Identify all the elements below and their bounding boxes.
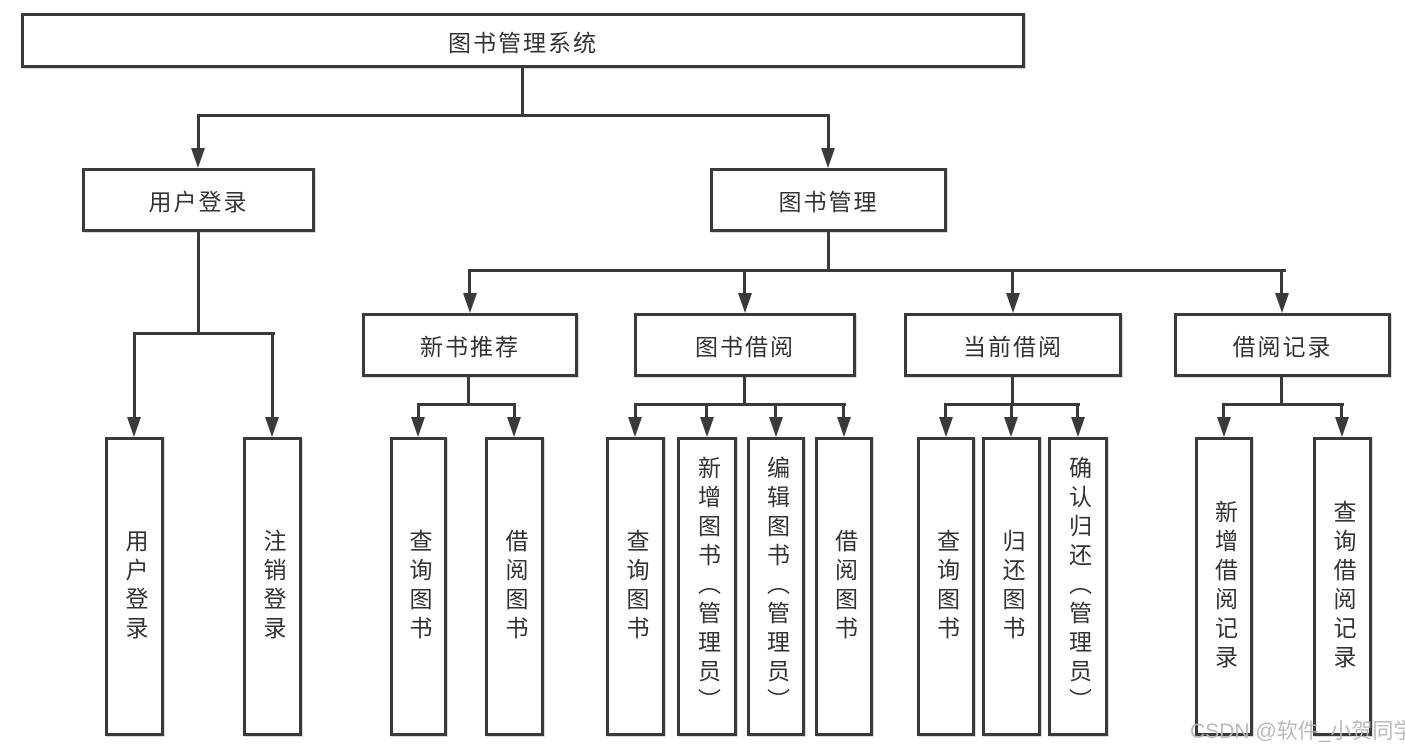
- arrowhead-down-icon: [265, 417, 279, 437]
- node-label: 当前借阅: [963, 334, 1063, 360]
- node-label: 用户登录: [148, 189, 249, 215]
- connector-root-stub: [521, 68, 524, 115]
- connector-to-book-mgmt: [827, 114, 830, 148]
- connector-to-user-login: [197, 114, 200, 148]
- connector-section-rail: [634, 403, 846, 406]
- arrowhead-down-icon: [939, 417, 953, 437]
- arrowhead-down-icon: [628, 417, 642, 437]
- arrowhead-down-icon: [769, 417, 783, 437]
- node-new-book-recommend: 新书推荐: [362, 313, 578, 377]
- connector-user-login-rail: [133, 332, 275, 335]
- connector-to-leaf: [774, 403, 777, 419]
- connector-to-leaf: [1340, 403, 1343, 419]
- arrowhead-down-icon: [738, 293, 752, 313]
- connector-section-stub: [1280, 377, 1283, 405]
- leaf-edit-books-admin: 编辑图书（管理员）: [747, 437, 805, 736]
- connector-book-mgmt-stub: [827, 232, 830, 272]
- leaf-label: 借阅图书: [831, 528, 858, 645]
- connector-to-section: [1280, 269, 1283, 295]
- node-current-borrow: 当前借阅: [904, 313, 1122, 377]
- connector-user-login-stub: [197, 232, 200, 335]
- leaf-add-books-admin: 新增图书（管理员）: [677, 437, 737, 736]
- node-borrow-records: 借阅记录: [1174, 313, 1391, 377]
- connector-to-section: [468, 269, 471, 295]
- connector-to-leaf: [1076, 403, 1079, 419]
- leaf-query-books-2: 查询图书: [606, 437, 665, 736]
- arrowhead-down-icon: [1275, 293, 1289, 313]
- leaf-label: 查询图书: [406, 528, 432, 645]
- connector-to-leaf: [133, 332, 136, 419]
- csdn-watermark: CSDN @软件_小贺同学: [1190, 720, 1405, 743]
- leaf-label: 查询图书: [623, 528, 649, 645]
- connector-to-leaf: [513, 403, 516, 419]
- arrowhead-down-icon: [1217, 417, 1231, 437]
- node-user-login: 用户登录: [82, 168, 315, 232]
- arrowhead-down-icon: [507, 417, 521, 437]
- node-library-management-system: 图书管理系统: [21, 13, 1025, 68]
- leaf-label: 注销登录: [260, 528, 286, 645]
- connector-to-leaf: [1222, 403, 1225, 419]
- connector-level3-rail: [468, 269, 1286, 272]
- connector-section-stub: [1011, 377, 1014, 405]
- arrowhead-down-icon: [700, 417, 714, 437]
- arrowhead-down-icon: [821, 148, 835, 168]
- node-label: 借阅记录: [1232, 334, 1333, 360]
- connector-to-leaf: [944, 403, 947, 419]
- node-label: 图书借阅: [695, 334, 795, 360]
- leaf-return-books: 归还图书: [982, 437, 1041, 736]
- arrowhead-down-icon: [127, 417, 141, 437]
- arrowhead-down-icon: [463, 293, 477, 313]
- connector-section-stub: [743, 377, 746, 405]
- leaf-label: 新增图书（管理员）: [694, 456, 721, 717]
- connector-section-rail: [1222, 403, 1344, 406]
- arrowhead-down-icon: [1004, 417, 1018, 437]
- leaf-label: 查询图书: [933, 528, 960, 645]
- connector-section-stub: [467, 377, 470, 405]
- arrowhead-down-icon: [1071, 417, 1085, 437]
- node-label: 图书管理系统: [448, 29, 598, 56]
- leaf-label: 新增借阅记录: [1211, 499, 1238, 674]
- connector-to-section: [743, 269, 746, 295]
- leaf-confirm-return-admin: 确认归还（管理员）: [1048, 437, 1108, 736]
- node-book-mgmt: 图书管理: [710, 168, 947, 232]
- arrowhead-down-icon: [1335, 417, 1349, 437]
- connector-to-leaf: [705, 403, 708, 419]
- leaf-query-books-1: 查询图书: [390, 437, 447, 736]
- leaf-user-login: 用户登录: [105, 437, 164, 736]
- connector-level2-rail: [197, 114, 830, 117]
- leaf-label: 编辑图书（管理员）: [763, 456, 790, 717]
- leaf-query-books-3: 查询图书: [917, 437, 975, 736]
- connector-to-leaf: [842, 403, 845, 419]
- leaf-label: 借阅图书: [502, 528, 528, 645]
- leaf-label: 用户登录: [122, 528, 148, 645]
- arrowhead-down-icon: [1006, 293, 1020, 313]
- connector-section-rail: [417, 403, 516, 406]
- connector-to-leaf: [417, 403, 420, 419]
- node-label: 图书管理: [778, 189, 879, 215]
- leaf-label: 查询借阅记录: [1330, 499, 1356, 674]
- arrowhead-down-icon: [191, 148, 205, 168]
- leaf-borrow-books-1: 借阅图书: [485, 437, 544, 736]
- connector-to-section: [1011, 269, 1014, 295]
- leaf-logout: 注销登录: [243, 437, 302, 736]
- leaf-borrow-books-2: 借阅图书: [815, 437, 873, 736]
- node-book-borrow: 图书借阅: [634, 313, 856, 377]
- leaf-label: 归还图书: [999, 528, 1025, 645]
- leaf-query-borrow-record: 查询借阅记录: [1313, 437, 1372, 736]
- node-label: 新书推荐: [420, 334, 520, 360]
- connector-to-leaf: [634, 403, 637, 419]
- arrowhead-down-icon: [411, 417, 425, 437]
- connector-to-leaf: [1010, 403, 1013, 419]
- connector-to-leaf: [271, 332, 274, 419]
- leaf-label: 确认归还（管理员）: [1065, 456, 1092, 717]
- leaf-add-borrow-record: 新增借阅记录: [1195, 437, 1253, 736]
- arrowhead-down-icon: [837, 417, 851, 437]
